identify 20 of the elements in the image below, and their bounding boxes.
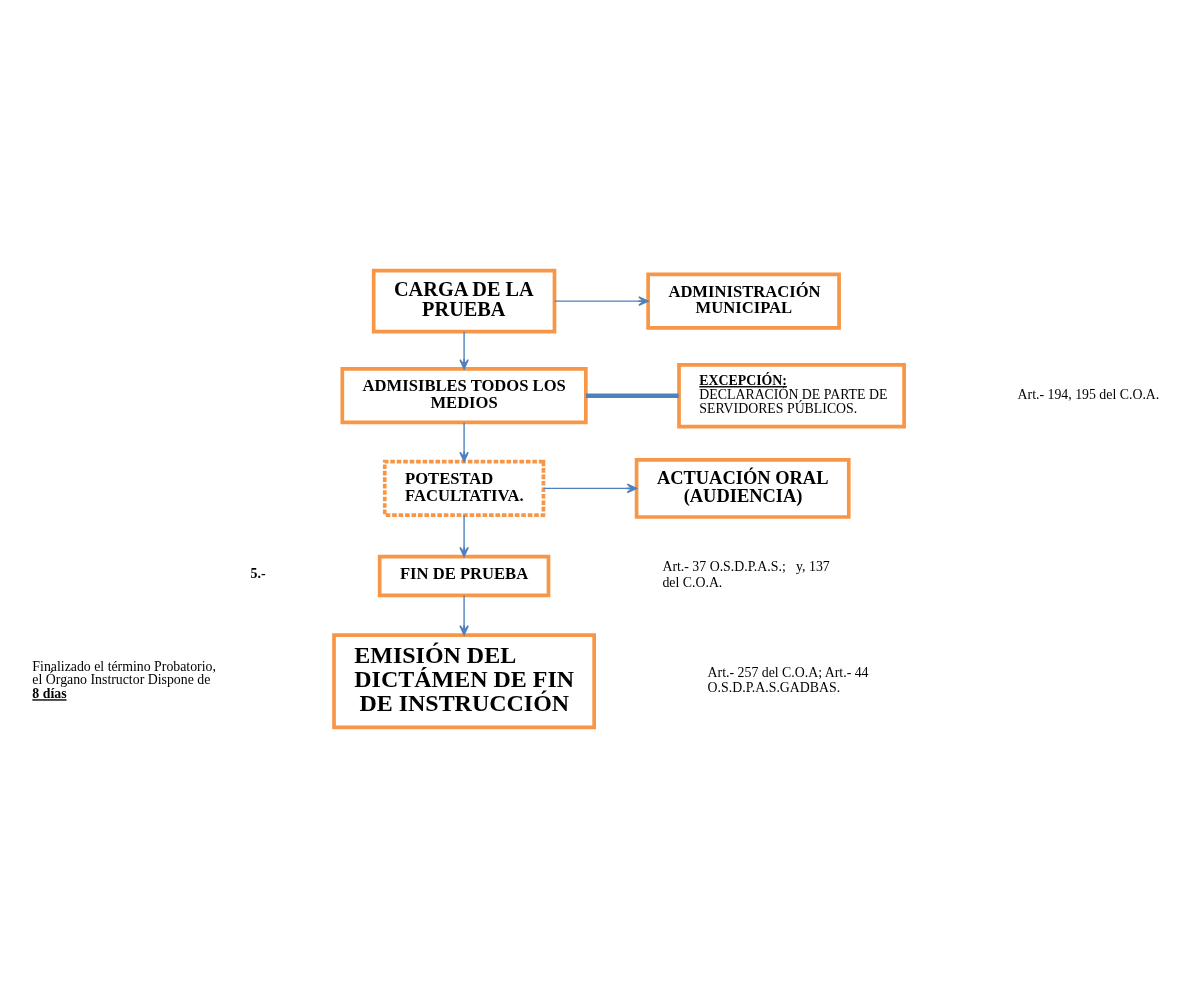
connector	[585, 392, 679, 398]
arrow	[542, 483, 638, 493]
arrow	[459, 330, 469, 370]
arrow	[459, 514, 469, 557]
node-box: ACTUACIÓN ORAL (AUDIENCIA)	[634, 457, 851, 519]
arrow	[459, 421, 469, 462]
arrow	[554, 295, 649, 306]
node-box: ADMISIBLES TODOS LOS MEDIOS	[340, 366, 588, 424]
node-box: FIN DE PRUEBA	[377, 554, 551, 597]
node-box: ADMINISTRACIÓN MUNICIPAL	[646, 272, 841, 330]
node-box: EMISIÓN DEL DICTÁMEN DE FIN DE INSTRUCCIÓN	[332, 632, 596, 729]
label: Art.- 257 del C.O.A; Art.- 44 O.S.D.P.A.S.GADBAS.	[707, 664, 869, 695]
label: Art.- 37 O.S.D.P.A.S.; y, 137 del C.O.A.	[662, 558, 830, 590]
node-box: EXCEPCIÓN: DECLARACIÓN DE PARTE DE SERVIDORES PÚBLICOS.	[677, 362, 906, 428]
label: 5.-	[250, 565, 266, 581]
node-box: POTESTAD FACULTATIVA.	[382, 459, 546, 517]
label: Finalizado el término Probatorio, el Órgano Instructor Dispone de 8 días	[32, 658, 216, 701]
label: Art.- 194, 195 del C.O.A.	[1017, 386, 1160, 402]
node-box: CARGA DE LA PRUEBA	[371, 268, 557, 333]
arrow	[459, 594, 469, 636]
